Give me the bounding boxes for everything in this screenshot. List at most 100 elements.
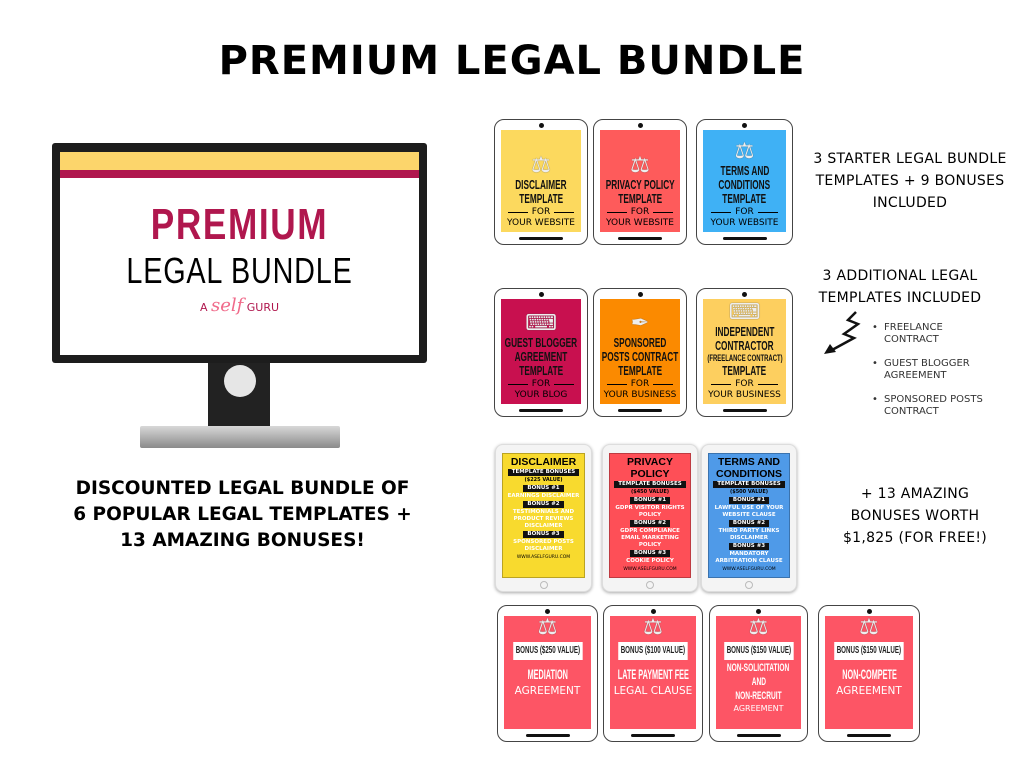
- template-title-line: POSTS CONTRACT: [601, 350, 679, 364]
- camera-dot: [650, 609, 656, 614]
- bonus-subtitle: AGREEMENT: [836, 685, 902, 697]
- bonuses-text-line: + 13 AMAZING: [860, 486, 970, 502]
- bullet-line: SPONSORED POSTS: [884, 394, 983, 405]
- bonus-label: BONUS #2: [629, 520, 671, 527]
- bullet-line: AGREEMENT: [884, 370, 947, 381]
- template-title-line: PRIVACY POLICY: [605, 178, 675, 192]
- pack-url: WWW.ASELFGURU.COM: [722, 567, 776, 572]
- bonus-item-text: GDPR COMPLIANCE EMAIL MARKETING POLICY: [620, 528, 680, 548]
- scales-icon: ⚖: [630, 153, 650, 178]
- red-band: [60, 170, 419, 178]
- bonus-label: BONUS #3: [523, 531, 564, 538]
- bonus-subtitle: LEGAL CLAUSE: [613, 685, 693, 697]
- pack-url: WWW.ASELFGURU.COM: [516, 555, 571, 560]
- bonus-item-text: COOKIE POLICY: [626, 558, 674, 564]
- bonus-title-line: NON-SOLICITATION: [727, 662, 790, 674]
- bonus-label: BONUS #1: [629, 497, 671, 504]
- home-bar: [618, 409, 662, 412]
- for-label: FOR: [711, 207, 778, 218]
- bonus-label: BONUS #2: [728, 520, 770, 527]
- for-label: FOR: [508, 207, 575, 218]
- for-label: FOR: [711, 379, 778, 390]
- pack-heading: PRIVACY: [627, 456, 673, 468]
- template-title-line: TEMPLATE: [618, 192, 662, 206]
- typewriter-icon: ⌨: [728, 300, 761, 325]
- home-button: [539, 581, 548, 589]
- template-title-line: TEMPLATE: [722, 364, 767, 378]
- pack-value: ($450 VALUE): [630, 489, 670, 495]
- scales-icon: ⚖: [748, 615, 769, 640]
- bonus-value-box: BONUS ($100 VALUE): [618, 642, 688, 660]
- caption-line: 13 AMAZING BONUSES!: [120, 530, 365, 551]
- pack-pill: TEMPLATE BONUSES: [614, 481, 686, 488]
- for-label: FOR: [607, 207, 674, 218]
- template-title-line: INDEPENDENT: [714, 325, 775, 339]
- caption-line: DISCOUNTED LEGAL BUNDLE OF: [75, 478, 410, 499]
- bonus-item-text: LAWFUL USE OF YOUR WEBSITE CLAUSE: [714, 505, 784, 518]
- home-bar: [722, 409, 767, 412]
- template-subtitle: YOUR BUSINESS: [708, 390, 781, 400]
- scales-icon: ⚖: [859, 615, 879, 640]
- bonus-title-line: AND: [751, 676, 766, 688]
- template-title-line: CONTRACTOR: [715, 339, 774, 353]
- additional-text: 3 ADDITIONAL LEGAL TEMPLATES INCLUDED: [790, 265, 1010, 309]
- starter-text-line: TEMPLATES + 9 BONUSES: [815, 173, 1005, 189]
- camera-dot: [756, 609, 761, 614]
- additional-text-line: TEMPLATES INCLUDED: [818, 290, 982, 306]
- stand-knob: [224, 365, 256, 397]
- pack-value: ($225 VALUE): [524, 477, 563, 483]
- bullet-line: CONTRACT: [884, 334, 939, 345]
- camera-dot: [538, 123, 544, 128]
- bonus-item-text: TESTIMONIALS AND PRODUCT REVIEWS DISCLAI…: [512, 509, 575, 529]
- bonus-subtitle: AGREEMENT: [733, 704, 784, 713]
- scales-icon: ⚖: [643, 615, 663, 640]
- template-title-line: AGREEMENT: [514, 350, 568, 364]
- bonus-item-text: THIRD PARTY LINKS DISCLAIMER: [718, 528, 780, 541]
- pack-heading: POLICY: [630, 468, 670, 480]
- scales-icon: ⚖: [531, 153, 551, 178]
- template-subtitle: YOUR BLOG: [514, 390, 568, 400]
- bonus-value-box: BONUS ($250 VALUE): [512, 642, 583, 660]
- home-bar: [525, 734, 570, 737]
- home-bar: [847, 734, 891, 737]
- template-title-line: DISCLAIMER: [515, 178, 567, 192]
- camera-dot: [545, 609, 550, 614]
- home-bar: [722, 237, 767, 240]
- additional-text-line: 3 ADDITIONAL LEGAL: [822, 268, 978, 284]
- home-bar: [631, 734, 675, 737]
- bonus-item-text: EARNINGS DISCLAIMER: [507, 493, 580, 499]
- camera-dot: [637, 123, 643, 128]
- screen-title-premium: PREMIUM: [150, 200, 329, 249]
- template-subtitle: YOUR WEBSITE: [507, 218, 575, 228]
- for-label: FOR: [508, 379, 575, 390]
- bonus-title-line: NON-COMPETE: [841, 666, 897, 682]
- template-title-line: TERMS AND: [720, 164, 769, 178]
- scales-icon: ⚖: [734, 139, 755, 164]
- logo-self: self: [210, 295, 244, 316]
- pack-heading: DISCLAIMER: [510, 456, 577, 468]
- template-title-line: TEMPLATE: [722, 192, 767, 206]
- logo-a: A: [199, 301, 208, 314]
- home-bar: [519, 409, 563, 412]
- logo-guru: GURU: [246, 301, 280, 314]
- starter-text-line: INCLUDED: [872, 195, 948, 211]
